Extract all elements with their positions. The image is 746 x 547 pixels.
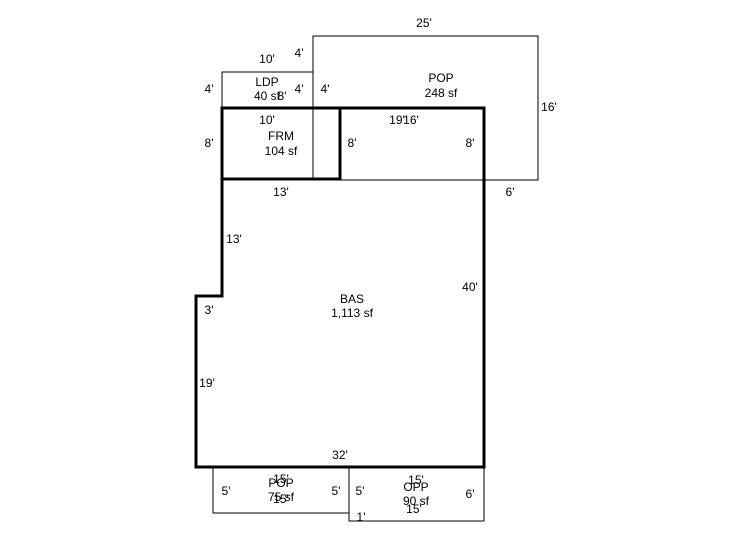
dim-ldp-width: 10': [259, 52, 275, 66]
dim-bas-step: 3': [205, 303, 214, 317]
dim-opp-right: 6': [466, 487, 475, 501]
dim-bas-left-lower: 19': [199, 376, 215, 390]
dim-frm-right: 8': [348, 136, 357, 150]
opp-outline: [348, 467, 485, 522]
dim-frm-left: 8': [205, 136, 214, 150]
ldp-area: 40 sf: [254, 89, 281, 103]
bas-area: 1,113 sf: [331, 306, 373, 320]
pop-top-label: POP: [428, 71, 453, 85]
dim-bas-left-upper: 13': [226, 232, 242, 246]
pop-bottom-area: 75 sf: [268, 490, 295, 504]
dim-bas-top-b: 16': [403, 113, 419, 127]
dim-pop-top-left-upper: 4': [295, 46, 304, 60]
dim-opp-left: 5': [356, 484, 365, 498]
dim-opp-bottom: 15': [406, 502, 422, 516]
dim-ldp-right: 4': [295, 82, 304, 96]
dim-pop-top-left-lower: 4': [321, 82, 330, 96]
dim-pop-bottom-left: 5': [222, 484, 231, 498]
dim-pop-bottom-top: 15': [273, 472, 289, 486]
dim-pop-bottom-right: 5': [332, 484, 341, 498]
dim-pop-top-bottom-right: 6': [506, 185, 515, 199]
dim-bas-bottom: 32': [332, 448, 348, 462]
ldp-label: LDP: [255, 75, 278, 89]
dim-bas-right-upper: 8': [466, 136, 475, 150]
dim-ldp-right-overlap: 8': [278, 89, 287, 103]
dim-bas-right: 40': [462, 280, 478, 294]
dim-opp-step: 1': [357, 510, 366, 524]
dim-pop-bottom-bottom: 15': [273, 492, 289, 506]
frm-label: FRM: [268, 129, 294, 143]
frm-area: 104 sf: [265, 144, 298, 158]
bas-outline: [194, 106, 486, 469]
dim-pop-top-right: 16': [541, 100, 557, 114]
opp-label: OPP: [403, 480, 428, 494]
pop-bottom-label: POP: [268, 476, 293, 490]
dim-frm-bottom: 13': [273, 185, 289, 199]
pop-top-area: 248 sf: [425, 86, 458, 100]
dim-bas-top-a: 19': [389, 113, 405, 127]
opp-area: 90 sf: [403, 494, 430, 508]
dim-opp-top: 15': [408, 473, 424, 487]
dim-ldp-left: 4': [205, 82, 214, 96]
frm-outline: [220, 106, 342, 181]
bas-label: BAS: [340, 292, 364, 306]
dim-pop-top-width: 25': [416, 16, 432, 30]
dim-frm-top: 10': [259, 113, 275, 127]
